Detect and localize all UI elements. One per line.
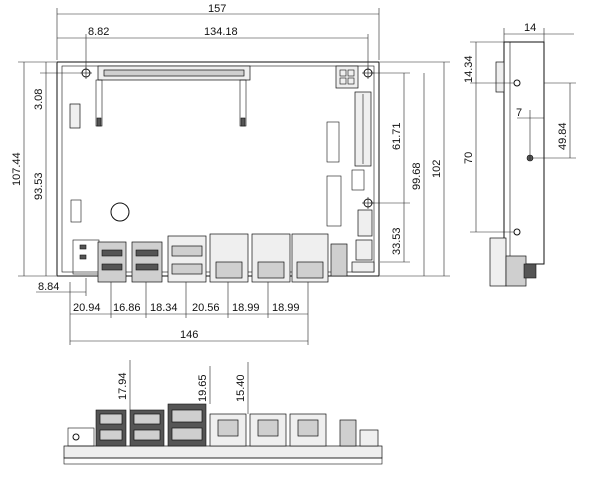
dim-front-h3: 15.40 (235, 374, 247, 402)
front-usb-1 (95, 409, 127, 447)
display-connector (330, 243, 348, 277)
dim-bottom-left: 8.84 (38, 281, 59, 293)
fan-header (357, 209, 373, 237)
dim-height-hole-left: 93.53 (33, 172, 45, 200)
dim-right-c: 102 (431, 160, 443, 178)
battery (110, 202, 130, 222)
dim-conn-4: 20.56 (192, 302, 220, 314)
bottom-dimensions: 20.94 16.86 18.34 20.56 18.99 18.99 146 (69, 282, 309, 345)
front-lan-3 (289, 413, 327, 447)
usb-stack-2 (131, 241, 163, 283)
front-dimensions: 17.94 19.65 15.40 (117, 360, 249, 414)
lan-port-2 (251, 233, 291, 283)
dim-right-a: 61.71 (391, 122, 403, 150)
top-view (56, 61, 380, 283)
dim-conn-1: 20.94 (73, 302, 101, 314)
sata-connector (326, 175, 342, 227)
front-usb-2 (129, 409, 165, 447)
pin-header-left (70, 199, 82, 223)
dim-left-offset: 8.82 (88, 26, 109, 38)
memory-slot (95, 65, 251, 127)
front-view (63, 403, 383, 465)
dim-conn-3: 18.34 (150, 302, 178, 314)
top-dimensions: 157 8.82 134.18 (56, 3, 380, 70)
usb-stack-1 (97, 241, 127, 283)
dim-side-hole-y: 49.84 (557, 122, 569, 150)
left-header (69, 103, 81, 129)
audio-jack-stack (72, 239, 100, 275)
right-dimensions: 61.71 33.53 99.68 102 (370, 61, 450, 277)
dim-inner-width: 134.18 (204, 26, 238, 38)
m2-slot (326, 121, 340, 163)
dim-side-height: 70 (463, 152, 475, 164)
dim-bottom-total: 146 (180, 329, 198, 341)
dim-height-overall-left: 107.44 (11, 152, 23, 186)
dim-conn-5: 18.99 (232, 302, 260, 314)
hdmi-stack (167, 235, 207, 283)
dim-right-b: 99.68 (411, 162, 423, 190)
power-connector (335, 65, 359, 89)
lan-port-1 (209, 233, 249, 283)
dim-front-h1: 17.94 (117, 372, 129, 400)
dim-front-h2: 19.65 (197, 374, 209, 402)
dim-side-hole-x: 7 (516, 107, 522, 119)
dim-conn-6: 18.99 (272, 302, 300, 314)
front-audio (67, 427, 95, 447)
dim-overall-width: 157 (208, 3, 226, 15)
dim-side-top: 14.34 (463, 55, 475, 83)
front-lan-2 (249, 413, 287, 447)
front-hdmi (167, 403, 207, 447)
dim-side-thickness: 14 (524, 22, 536, 34)
lan-port-3 (291, 233, 329, 283)
side-view (489, 41, 545, 287)
left-dimensions: 107.44 93.53 3.08 8.84 (11, 61, 87, 296)
side-dimensions: 14 14.34 70 7 49.84 (463, 22, 576, 233)
dim-right-d: 33.53 (391, 227, 403, 255)
front-lan-1 (209, 413, 247, 447)
dim-left-top: 3.08 (33, 89, 45, 110)
dim-conn-2: 16.86 (113, 302, 141, 314)
